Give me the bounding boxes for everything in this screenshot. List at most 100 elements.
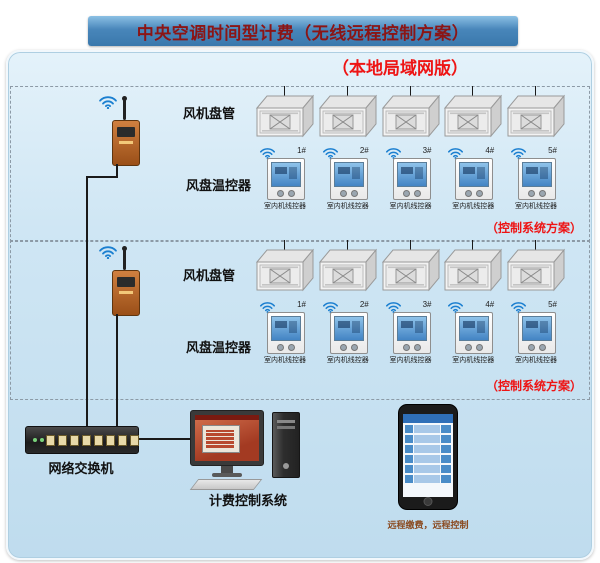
thermostat-screen xyxy=(522,162,552,187)
ethernet-port-icon xyxy=(130,435,139,446)
phone-caption: 远程缴费，远程控制 xyxy=(387,520,469,530)
ac-cassette-icon xyxy=(444,94,502,140)
thermostat-caption: 室内机线控器 xyxy=(452,203,495,210)
unit-number: 1# xyxy=(297,146,306,155)
unit-number: 3# xyxy=(422,300,432,309)
thermostat-screen xyxy=(333,162,364,187)
wire xyxy=(472,240,473,254)
wire xyxy=(284,240,285,254)
row-icon xyxy=(405,435,413,443)
billing-app-window xyxy=(202,425,240,453)
home-button-icon xyxy=(423,497,433,506)
row-button xyxy=(441,425,451,433)
wire xyxy=(347,240,348,254)
row-button xyxy=(441,465,451,473)
row-icon xyxy=(405,465,413,473)
wire xyxy=(116,164,118,178)
row-bar xyxy=(414,425,440,433)
billing-system-label: 计费控制系统 xyxy=(208,493,287,508)
ac-cassette-icon xyxy=(256,248,314,294)
ethernet-port-icon xyxy=(46,435,55,446)
thermostat-caption: 室内机线控器 xyxy=(515,203,557,210)
thermostat-caption: 室内机线控器 xyxy=(452,357,495,364)
billing-app-screen xyxy=(195,415,259,461)
ethernet-port-icon xyxy=(106,435,115,446)
pc-tower-icon xyxy=(272,412,300,478)
unit-number: 4# xyxy=(485,146,495,155)
wire xyxy=(410,86,411,100)
mobile-phone xyxy=(398,404,458,510)
monitor-base xyxy=(212,473,242,477)
ac-units-row-1 xyxy=(256,94,565,140)
thermostat-icon xyxy=(329,158,368,200)
row-button xyxy=(441,435,451,443)
ac-cassette-icon xyxy=(507,94,565,140)
ethernet-port-icon xyxy=(70,435,79,446)
thermostat-caption: 室内机线控器 xyxy=(264,357,306,364)
row-bar xyxy=(414,445,440,453)
wire xyxy=(284,86,285,100)
thermostat-icon xyxy=(392,312,431,354)
thermostat-unit: 3# 室内机线控器 xyxy=(382,146,440,212)
subtitle: （本地局域网版） xyxy=(332,59,468,78)
wire xyxy=(137,438,192,440)
thermostat-buttons xyxy=(394,190,430,197)
ac-cassette-icon xyxy=(382,248,440,294)
title-banner: 中央空调时间型计费（无线远程控制方案） xyxy=(88,16,518,46)
antenna-icon xyxy=(122,246,127,270)
thermostat-caption: 室内机线控器 xyxy=(515,357,557,364)
row-icon xyxy=(405,425,413,433)
row-button xyxy=(441,455,451,463)
gateway-band xyxy=(117,127,135,137)
thermostat-buttons xyxy=(268,190,304,197)
thermostat-caption: 室内机线控器 xyxy=(389,203,432,210)
phone-screen xyxy=(403,414,453,497)
network-switch xyxy=(25,426,139,454)
thermostat-unit: 4# 室内机线控器 xyxy=(444,146,502,212)
unit-number: 4# xyxy=(485,300,495,309)
ac-cassette-icon xyxy=(319,94,377,140)
gateway-led xyxy=(119,141,133,144)
wire xyxy=(347,86,348,100)
thermostat-unit: 3# 室内机线控器 xyxy=(382,300,440,366)
thermostat-icon xyxy=(518,158,556,200)
thermostat-buttons xyxy=(519,344,555,351)
unit-number: 1# xyxy=(297,300,306,309)
wire xyxy=(86,176,88,428)
unit-number: 5# xyxy=(548,300,557,309)
row-icon xyxy=(405,445,413,453)
fan-coil-label: 风机盘管 xyxy=(183,106,236,121)
app-list-row xyxy=(405,445,451,453)
thermostat-screen xyxy=(396,316,427,341)
unit-number: 2# xyxy=(359,146,369,155)
section-box-2 xyxy=(10,240,590,400)
section-box-1 xyxy=(10,86,590,242)
thermostat-buttons xyxy=(268,344,304,351)
row-button xyxy=(441,475,451,483)
thermostat-screen xyxy=(271,316,301,341)
monitor-icon xyxy=(190,410,264,466)
thermostat-icon xyxy=(267,158,305,200)
wire xyxy=(472,86,473,100)
ethernet-port-icon xyxy=(58,435,67,446)
keyboard-icon xyxy=(189,479,263,490)
unit-number: 5# xyxy=(548,146,557,155)
app-list-row xyxy=(405,435,451,443)
wireless-gateway-1 xyxy=(98,94,144,172)
gateway-led xyxy=(119,291,133,294)
wire xyxy=(86,176,118,178)
wire xyxy=(410,240,411,254)
ethernet-port-icon xyxy=(118,435,127,446)
wire xyxy=(535,240,536,254)
ac-cassette-icon xyxy=(507,248,565,294)
thermostat-unit: 1# 室内机线控器 xyxy=(256,300,314,366)
thermostat-row-1: 1# 室内机线控器 2# 室内机线控器 3# 室内机线控器 xyxy=(256,146,565,212)
thermostat-screen xyxy=(459,162,490,187)
thermostat-caption: 室内机线控器 xyxy=(389,357,432,364)
gateway-body xyxy=(112,270,140,316)
unit-number: 3# xyxy=(422,146,432,155)
thermostat-icon xyxy=(455,158,494,200)
page-title: 中央空调时间型计费（无线远程控制方案） xyxy=(136,23,470,43)
app-header-bar xyxy=(403,414,453,423)
